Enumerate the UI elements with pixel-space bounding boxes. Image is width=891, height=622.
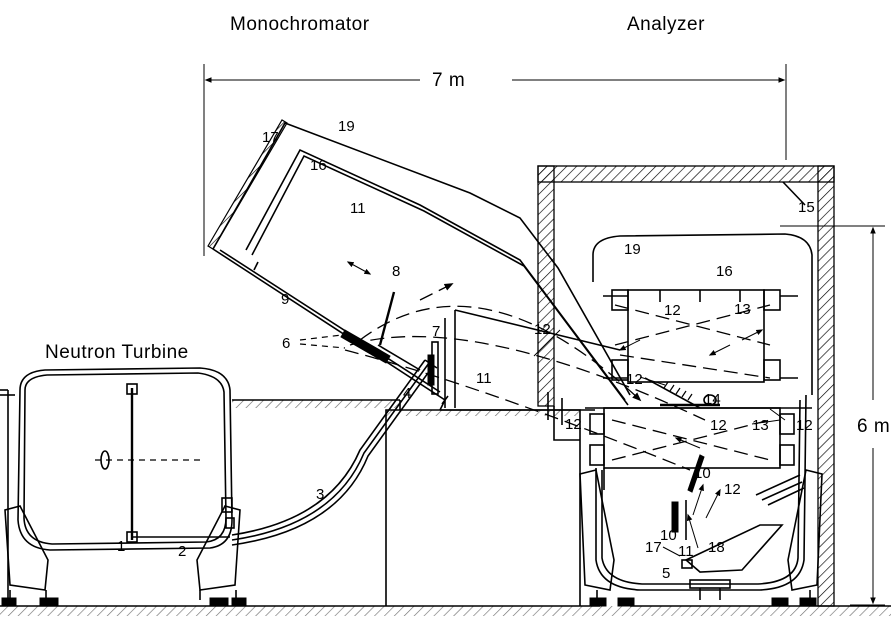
label-11c: 11 xyxy=(678,543,694,560)
label-12g: 12 xyxy=(724,481,741,498)
analyzer-vessel xyxy=(579,233,823,607)
label-2: 2 xyxy=(178,543,186,560)
label-1: 1 xyxy=(117,538,125,555)
label-14: 14 xyxy=(704,391,721,408)
label-3: 3 xyxy=(316,486,324,503)
label-12a: 12 xyxy=(534,321,551,338)
floor xyxy=(0,605,891,616)
label-19b: 19 xyxy=(624,241,641,258)
label-19a: 19 xyxy=(338,118,355,135)
neutron-guide xyxy=(231,359,438,546)
width-dimension-label: 7 m xyxy=(432,70,465,91)
neutron-turbine xyxy=(1,367,247,607)
label-12e: 12 xyxy=(710,417,727,434)
flight-paths xyxy=(344,283,771,549)
label-17a: 17 xyxy=(262,129,279,146)
label-13a: 13 xyxy=(734,301,751,318)
width-dimension: 7 m xyxy=(203,64,787,256)
label-12f: 12 xyxy=(796,417,813,434)
monochromator-housing xyxy=(207,119,631,425)
label-15: 15 xyxy=(798,199,815,216)
central-pedestal xyxy=(385,409,581,606)
label-10a: 10 xyxy=(694,465,711,482)
height-dimension-label: 6 m xyxy=(857,416,890,437)
label-12b: 12 xyxy=(664,302,681,319)
label-12d: 12 xyxy=(565,416,582,433)
label-13b: 13 xyxy=(752,417,769,434)
label-5: 5 xyxy=(662,565,670,582)
label-6: 6 xyxy=(282,335,290,352)
leader-lines xyxy=(299,329,786,557)
left-platform xyxy=(0,389,401,606)
turbine-title: Neutron Turbine xyxy=(45,342,189,363)
label-11a: 11 xyxy=(350,200,366,217)
label-7: 7 xyxy=(432,323,440,340)
number-labels: 1 2 3 4 5 6 7 8 9 10 10 11 11 11 12 12 1… xyxy=(117,118,815,582)
label-18: 18 xyxy=(708,539,725,556)
analyzer-shield xyxy=(537,165,835,607)
label-9: 9 xyxy=(281,291,289,308)
height-dimension: 6 m xyxy=(780,225,890,606)
monochromator-title: Monochromator xyxy=(230,14,370,35)
label-12c: 12 xyxy=(626,371,643,388)
label-8: 8 xyxy=(392,263,400,280)
analyzer-title: Analyzer xyxy=(627,14,705,35)
label-17b: 17 xyxy=(645,539,662,556)
label-11b: 11 xyxy=(476,370,492,387)
label-4: 4 xyxy=(403,385,411,402)
label-16b: 16 xyxy=(716,263,733,280)
label-10b: 10 xyxy=(660,527,677,544)
label-16a: 16 xyxy=(310,157,327,174)
